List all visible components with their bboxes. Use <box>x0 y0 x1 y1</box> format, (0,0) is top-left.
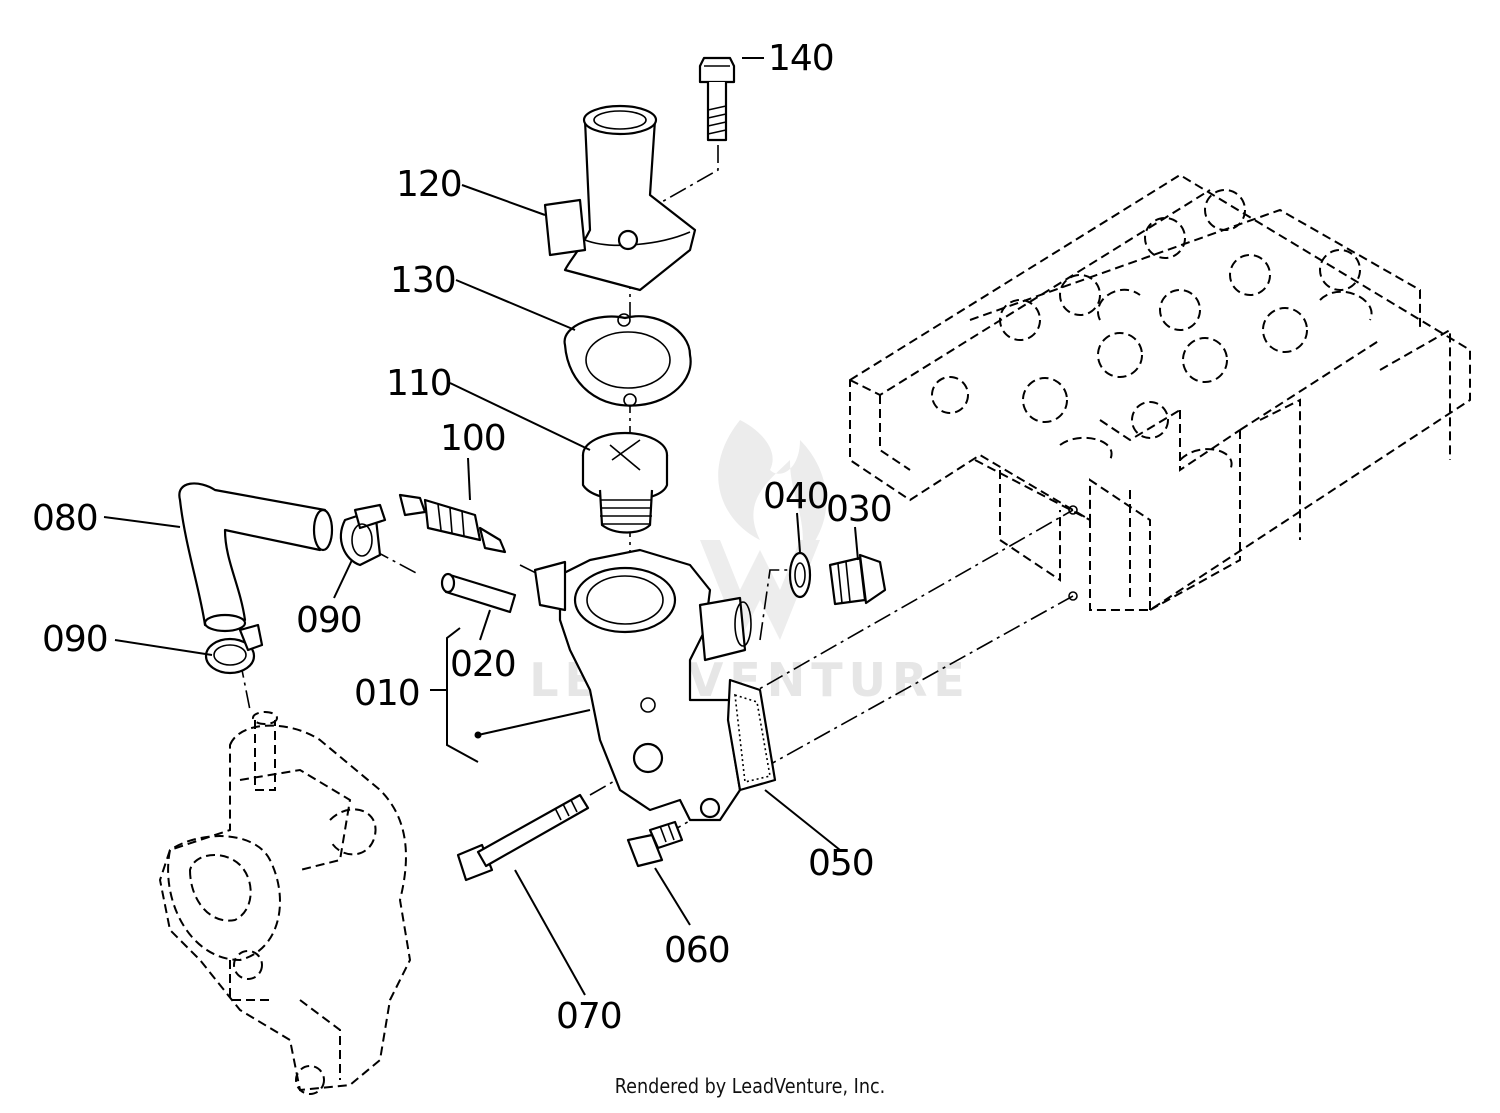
leader-lines <box>103 57 859 996</box>
callout-090-lower: 090 <box>42 619 108 660</box>
part-130-gasket <box>563 313 692 407</box>
callout-140: 140 <box>768 38 834 79</box>
callout-080: 080 <box>32 498 98 539</box>
engine-block-phantom <box>849 173 1471 611</box>
callout-050: 050 <box>808 843 874 884</box>
footer-credit: Rendered by LeadVenture, Inc. <box>614 1074 886 1098</box>
callout-130: 130 <box>390 260 456 301</box>
part-070-bolt <box>456 793 590 882</box>
part-010-thermostat-housing <box>533 548 752 822</box>
callout-labels: 140 120 130 110 100 080 090 090 040 030 … <box>32 38 893 1037</box>
part-110-thermostat <box>581 431 669 534</box>
callout-010: 010 <box>354 673 420 714</box>
part-140-bolt <box>698 56 736 142</box>
callout-020: 020 <box>450 644 516 685</box>
part-050-gasket <box>726 678 777 792</box>
callout-030: 030 <box>826 489 892 530</box>
callout-110: 110 <box>386 363 452 404</box>
callout-090-upper: 090 <box>296 600 362 641</box>
water-pump-phantom <box>158 711 412 1095</box>
part-090-lower-clamp <box>204 623 264 675</box>
callout-060: 060 <box>664 930 730 971</box>
callout-120: 120 <box>396 164 462 205</box>
part-120-water-flange <box>543 104 697 292</box>
part-040-washer <box>788 551 812 599</box>
flame-watermark-icon <box>718 420 827 560</box>
callout-100: 100 <box>440 418 506 459</box>
part-020-pipe <box>440 572 517 614</box>
part-030-plug <box>828 553 887 606</box>
part-100-sensor <box>398 493 507 554</box>
part-090-upper-clamp <box>339 503 387 567</box>
part-060-bolt <box>626 820 684 868</box>
part-080-hose <box>178 482 334 633</box>
callout-040: 040 <box>763 476 829 517</box>
callout-070: 070 <box>556 996 622 1037</box>
